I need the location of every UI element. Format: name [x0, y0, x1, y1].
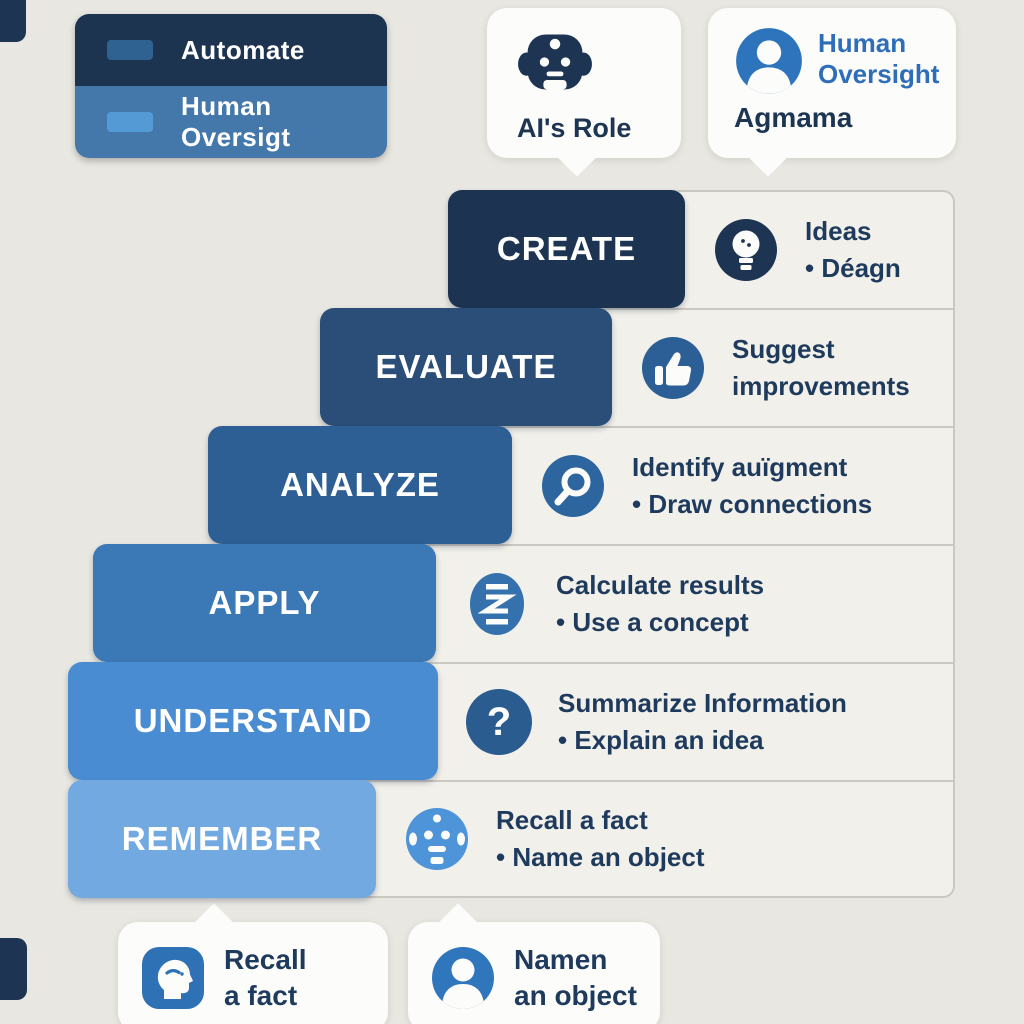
callout-tail: [748, 137, 788, 177]
callout-line2: an object: [514, 980, 637, 1011]
annotation-line1: Ideas: [805, 216, 872, 246]
annotation-apply: Calculate results • Use a concept: [420, 544, 955, 662]
level-box-create: CREATE: [448, 190, 685, 308]
callout-recall-text: Recall a fact: [224, 942, 307, 1014]
annotation-text: Summarize Information • Explain an idea: [558, 685, 847, 759]
level-label: UNDERSTAND: [133, 702, 373, 739]
callout-human-oversight: Human Oversight Agmama: [708, 8, 956, 177]
robot-face-icon: [406, 808, 468, 870]
level-box-remember: REMEMBER: [68, 780, 376, 898]
annotation-line2: improvements: [732, 371, 910, 401]
legend-item-automate: Automate: [75, 14, 387, 86]
automate-swatch-icon: [107, 40, 153, 60]
callout-human-title: Agmama: [734, 102, 853, 133]
callout-line1: Recall: [224, 944, 307, 975]
callout-ai-role-title: AI's Role: [517, 113, 632, 143]
legend: Automate Human Oversigt: [75, 14, 387, 158]
callout-name-object: Namen an object: [408, 903, 660, 1024]
legend-item-human-oversight: Human Oversigt: [75, 86, 387, 158]
annotation-remember: Recall a fact • Name an object: [360, 780, 955, 898]
level-label: REMEMBER: [121, 820, 323, 857]
legend-label-human-oversight: Human Oversigt: [181, 91, 291, 152]
annotation-line1: Identify auïgment: [632, 452, 848, 482]
annotation-line2: • Draw connections: [632, 489, 873, 519]
human-oversight-swatch-icon: [107, 112, 153, 132]
pyramid-row-apply: APPLY Calculate results • Use a concept: [93, 544, 955, 662]
level-box-apply: APPLY: [93, 544, 436, 662]
pyramid-row-create: CREATE Ideas • Déagn: [448, 190, 955, 308]
annotation-evaluate: Suggest improvements: [596, 308, 955, 426]
annotation-line1: Summarize Information: [558, 688, 847, 718]
annotation-line1: Calculate results: [556, 570, 765, 600]
callout-line2: a fact: [224, 980, 298, 1011]
callout-recall-fact: Recall a fact: [118, 903, 388, 1024]
annotation-text: Calculate results • Use a concept: [556, 567, 764, 641]
level-label: CREATE: [496, 230, 637, 267]
annotation-text: Suggest improvements: [732, 331, 910, 405]
question-glyph: ?: [486, 699, 512, 744]
level-label: EVALUATE: [375, 348, 557, 385]
annotation-text: Ideas • Déagn: [805, 213, 901, 287]
pyramid-row-evaluate: EVALUATE Suggest improvements: [320, 308, 955, 426]
robot-icon: [518, 34, 592, 90]
annotation-create: Ideas • Déagn: [669, 190, 955, 308]
question-icon: ?: [466, 689, 532, 755]
thumbs-up-icon: [642, 337, 704, 399]
level-box-understand: UNDERSTAND: [68, 662, 438, 780]
pyramid-row-analyze: ANALYZE Identify auïgment • Draw connect…: [208, 426, 955, 544]
annotation-line2: • Explain an idea: [558, 725, 764, 755]
head-profile-icon: [142, 947, 204, 1009]
human-oversight-line2: Oversight: [818, 59, 940, 89]
annotation-understand: ? Summarize Information • Explain an ide…: [422, 662, 955, 780]
human-oversight-label: Human Oversight: [818, 28, 939, 90]
level-label: APPLY: [208, 584, 321, 621]
level-label: ANALYZE: [280, 466, 440, 503]
annotation-analyze: Identify auïgment • Draw connections: [496, 426, 955, 544]
annotation-text: Recall a fact • Name an object: [496, 802, 705, 876]
lightbulb-icon: [715, 219, 777, 281]
annotation-text: Identify auïgment • Draw connections: [632, 449, 872, 523]
annotation-line1: Recall a fact: [496, 805, 648, 835]
pyramid-row-understand: UNDERSTAND ? Summarize Information • Exp…: [68, 662, 955, 780]
person-icon: [736, 28, 802, 94]
level-box-evaluate: EVALUATE: [320, 308, 612, 426]
level-box-analyze: ANALYZE: [208, 426, 512, 544]
human-oversight-line1: Human: [818, 28, 907, 58]
annotation-line2: • Déagn: [805, 253, 901, 283]
callout-ai-role: AI's Role: [487, 8, 681, 177]
person-icon: [432, 947, 494, 1009]
process-icon: [470, 573, 524, 635]
legend-label-automate: Automate: [181, 34, 305, 65]
annotation-line1: Suggest: [732, 334, 835, 364]
callout-name-text: Namen an object: [514, 942, 637, 1014]
magnifier-icon: [542, 455, 604, 517]
cropped-tab-bottom-left: [0, 938, 27, 1000]
cropped-tab-top-left: [0, 0, 26, 42]
annotation-line2: • Use a concept: [556, 607, 749, 637]
annotation-line2: • Name an object: [496, 842, 705, 872]
callout-line1: Namen: [514, 944, 608, 975]
pyramid-row-remember: REMEMBER Recall a fact • Name an object: [68, 780, 955, 898]
